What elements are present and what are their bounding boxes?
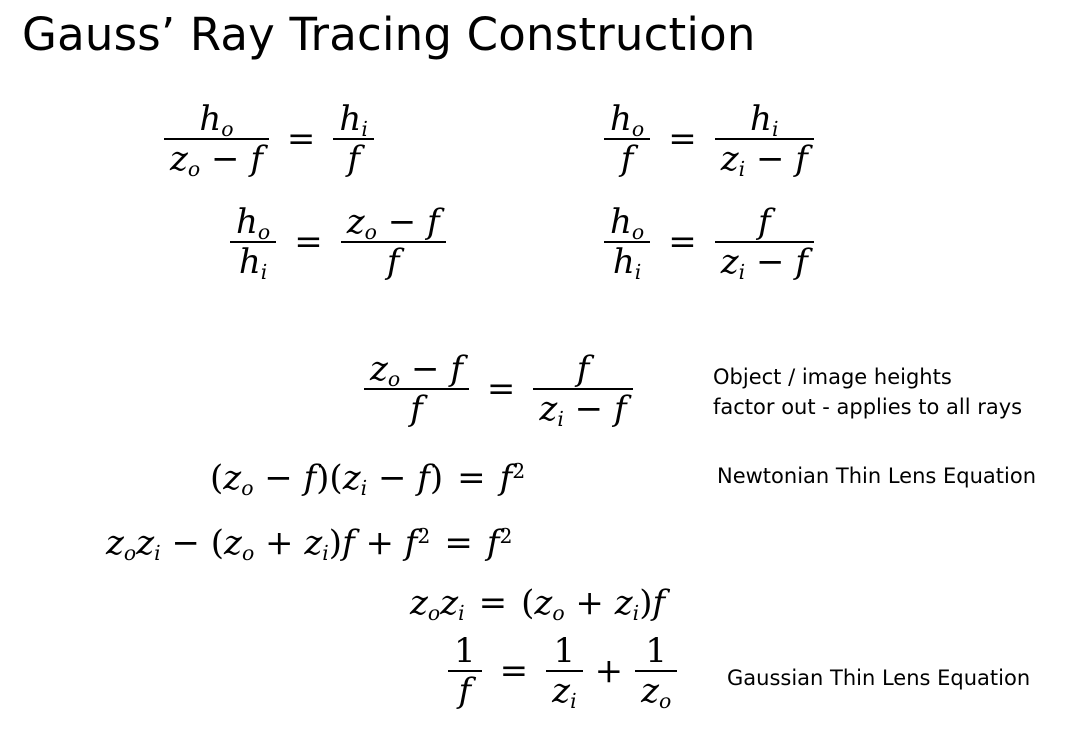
- note-heights-line2: factor out - applies to all rays: [713, 395, 1023, 419]
- equation-simplified: zozi = (zo + zi)f: [410, 583, 666, 626]
- note-heights-line1: Object / image heights: [713, 365, 952, 389]
- equation-newtonian: (zo − f)(zi − f) = f2: [210, 458, 526, 501]
- note-newtonian: Newtonian Thin Lens Equation: [717, 464, 1037, 488]
- note-gaussian: Gaussian Thin Lens Equation: [727, 666, 1031, 690]
- note-heights-factor-out: Object / image heights factor out - appl…: [713, 362, 1022, 422]
- equation-expanded: zozi − (zo + zi)f + f2 = f2: [106, 523, 513, 566]
- slide-title: Gauss’ Ray Tracing Construction: [22, 8, 756, 61]
